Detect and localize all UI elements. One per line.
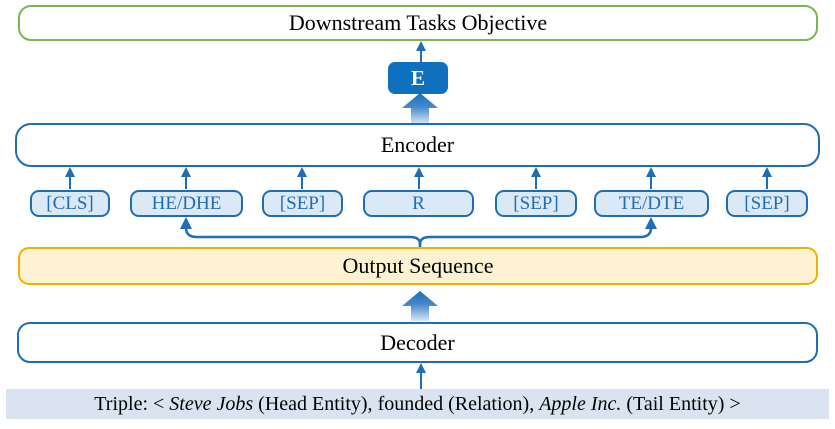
arrow-triple-to-decoder xyxy=(416,363,426,389)
arrows-tokens-to-encoder xyxy=(65,167,772,189)
token-box-r: R xyxy=(363,190,474,217)
output-sequence-box: Output Sequence xyxy=(18,247,818,285)
embedding-e-label: E xyxy=(410,65,425,90)
triple-head-label: (Head Entity), xyxy=(253,392,378,415)
token-label: TE/DTE xyxy=(618,192,685,214)
embedding-e-box: E xyxy=(388,62,448,94)
triple-prefix: Triple: < xyxy=(94,392,170,415)
triple-tail-entity: Apple Inc. xyxy=(539,392,622,415)
decoder-box: Decoder xyxy=(17,322,818,363)
triple-text: Triple: < Steve Jobs (Head Entity), foun… xyxy=(94,393,740,416)
token-label: [SEP] xyxy=(279,192,326,214)
token-label: [CLS] xyxy=(46,192,94,214)
triple-input-bar: Triple: < Steve Jobs (Head Entity), foun… xyxy=(6,389,829,419)
downstream-tasks-label: Downstream Tasks Objective xyxy=(288,10,548,35)
token-box-sep-2: [SEP] xyxy=(495,190,577,217)
token-box-sep-1: [SEP] xyxy=(262,190,343,217)
downstream-tasks-box: Downstream Tasks Objective xyxy=(18,5,818,41)
output-sequence-label: Output Sequence xyxy=(342,253,494,278)
token-box-te-dte: TE/DTE xyxy=(594,190,709,217)
token-label: [SEP] xyxy=(513,192,559,214)
token-box-sep-3: [SEP] xyxy=(726,190,808,217)
encoder-box: Encoder xyxy=(15,123,820,167)
encoder-label: Encoder xyxy=(380,132,455,157)
triple-relation: founded xyxy=(377,392,444,415)
arrow-encoder-to-e xyxy=(402,93,438,124)
arrow-decoder-to-output xyxy=(402,291,438,321)
triple-relation-label: (Relation), xyxy=(443,392,540,415)
token-label: HE/DHE xyxy=(151,192,222,214)
decoder-label: Decoder xyxy=(380,329,455,355)
arrow-e-to-downstream xyxy=(416,41,426,62)
triple-head-entity: Steve Jobs xyxy=(169,392,254,415)
token-box-he-dhe: HE/DHE xyxy=(130,190,243,217)
token-box-cls: [CLS] xyxy=(30,190,110,217)
token-label: R xyxy=(412,192,425,214)
connector-output-to-entities xyxy=(180,217,657,248)
triple-tail-label: (Tail Entity) > xyxy=(621,392,741,415)
token-label: [SEP] xyxy=(744,192,790,214)
